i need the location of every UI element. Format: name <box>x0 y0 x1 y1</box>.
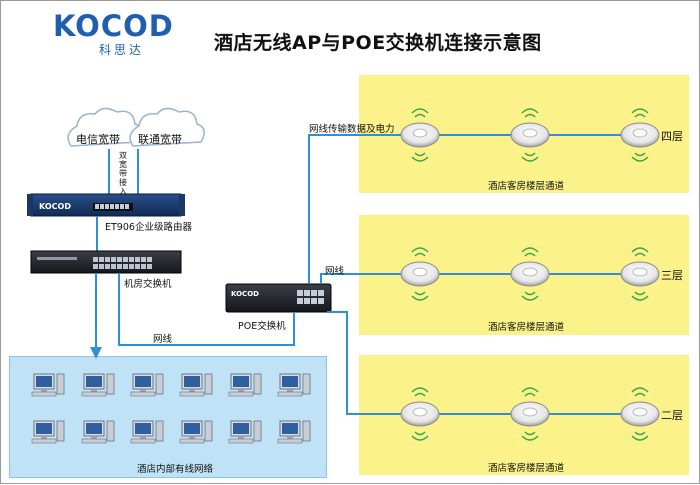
ap-icon <box>620 401 660 427</box>
computer-icon <box>31 373 65 397</box>
floor-name-2: 二层 <box>661 409 683 422</box>
poe-brand: KOCOD <box>231 290 259 298</box>
diagram-title: 酒店无线AP与POE交换机连接示意图 <box>214 32 542 54</box>
dual-wan-label: 双宽带接入 <box>119 151 127 196</box>
wifi-icon <box>411 387 429 441</box>
wifi-icon <box>631 108 649 162</box>
cable-label-lan: 网线 <box>153 334 173 345</box>
ap-icon <box>510 401 550 427</box>
cable-data-power-label: 网线传输数据及电力 <box>309 124 395 135</box>
ap-icon <box>400 261 440 287</box>
cloud-label-unicom: 联通宽带 <box>138 133 182 146</box>
cable-label-floor3: 网线 <box>325 266 345 277</box>
computer-icon <box>179 373 213 397</box>
computer-icon <box>228 420 262 444</box>
computer-icon <box>179 420 213 444</box>
cloud-icon <box>129 107 205 147</box>
computer-icon <box>130 420 164 444</box>
floor-name-4: 四层 <box>661 130 683 143</box>
wifi-icon <box>411 108 429 162</box>
wifi-icon <box>521 387 539 441</box>
computer-icon <box>228 373 262 397</box>
computer-icon <box>277 373 311 397</box>
ap-icon <box>620 122 660 148</box>
floor-name-3: 三层 <box>661 269 683 282</box>
router-brand: KOCOD <box>39 202 71 211</box>
ap-icon <box>620 261 660 287</box>
wifi-icon <box>411 247 429 301</box>
corridor-label-4: 酒店客房楼层通道 <box>488 181 565 192</box>
wifi-icon <box>631 247 649 301</box>
poe-switch-label: POE交换机 <box>238 321 286 332</box>
router-label: ET906企业级路由器 <box>105 222 192 233</box>
computer-icon <box>277 420 311 444</box>
ap-icon <box>400 122 440 148</box>
corridor-label-3: 酒店客房楼层通道 <box>488 322 565 333</box>
cloud-label-telecom: 电信宽带 <box>76 133 120 146</box>
ap-icon <box>400 401 440 427</box>
poe-switch-icon: KOCOD <box>225 283 332 313</box>
brand-logo: KOCOD <box>53 9 174 43</box>
lan-zone-label: 酒店内部有线网络 <box>137 464 214 475</box>
switch-icon <box>30 250 182 274</box>
wifi-icon <box>521 247 539 301</box>
corridor-label-2: 酒店客房楼层通道 <box>488 463 565 474</box>
router-icon: KOCOD <box>27 193 185 217</box>
wifi-icon <box>631 387 649 441</box>
brand-logo-subtitle: 科思达 <box>99 43 145 57</box>
computer-icon <box>130 373 164 397</box>
ap-icon <box>510 261 550 287</box>
computer-icon <box>31 420 65 444</box>
computer-icon <box>81 420 115 444</box>
wifi-icon <box>521 108 539 162</box>
computer-icon <box>81 373 115 397</box>
ap-icon <box>510 122 550 148</box>
room-switch-label: 机房交换机 <box>124 279 172 290</box>
